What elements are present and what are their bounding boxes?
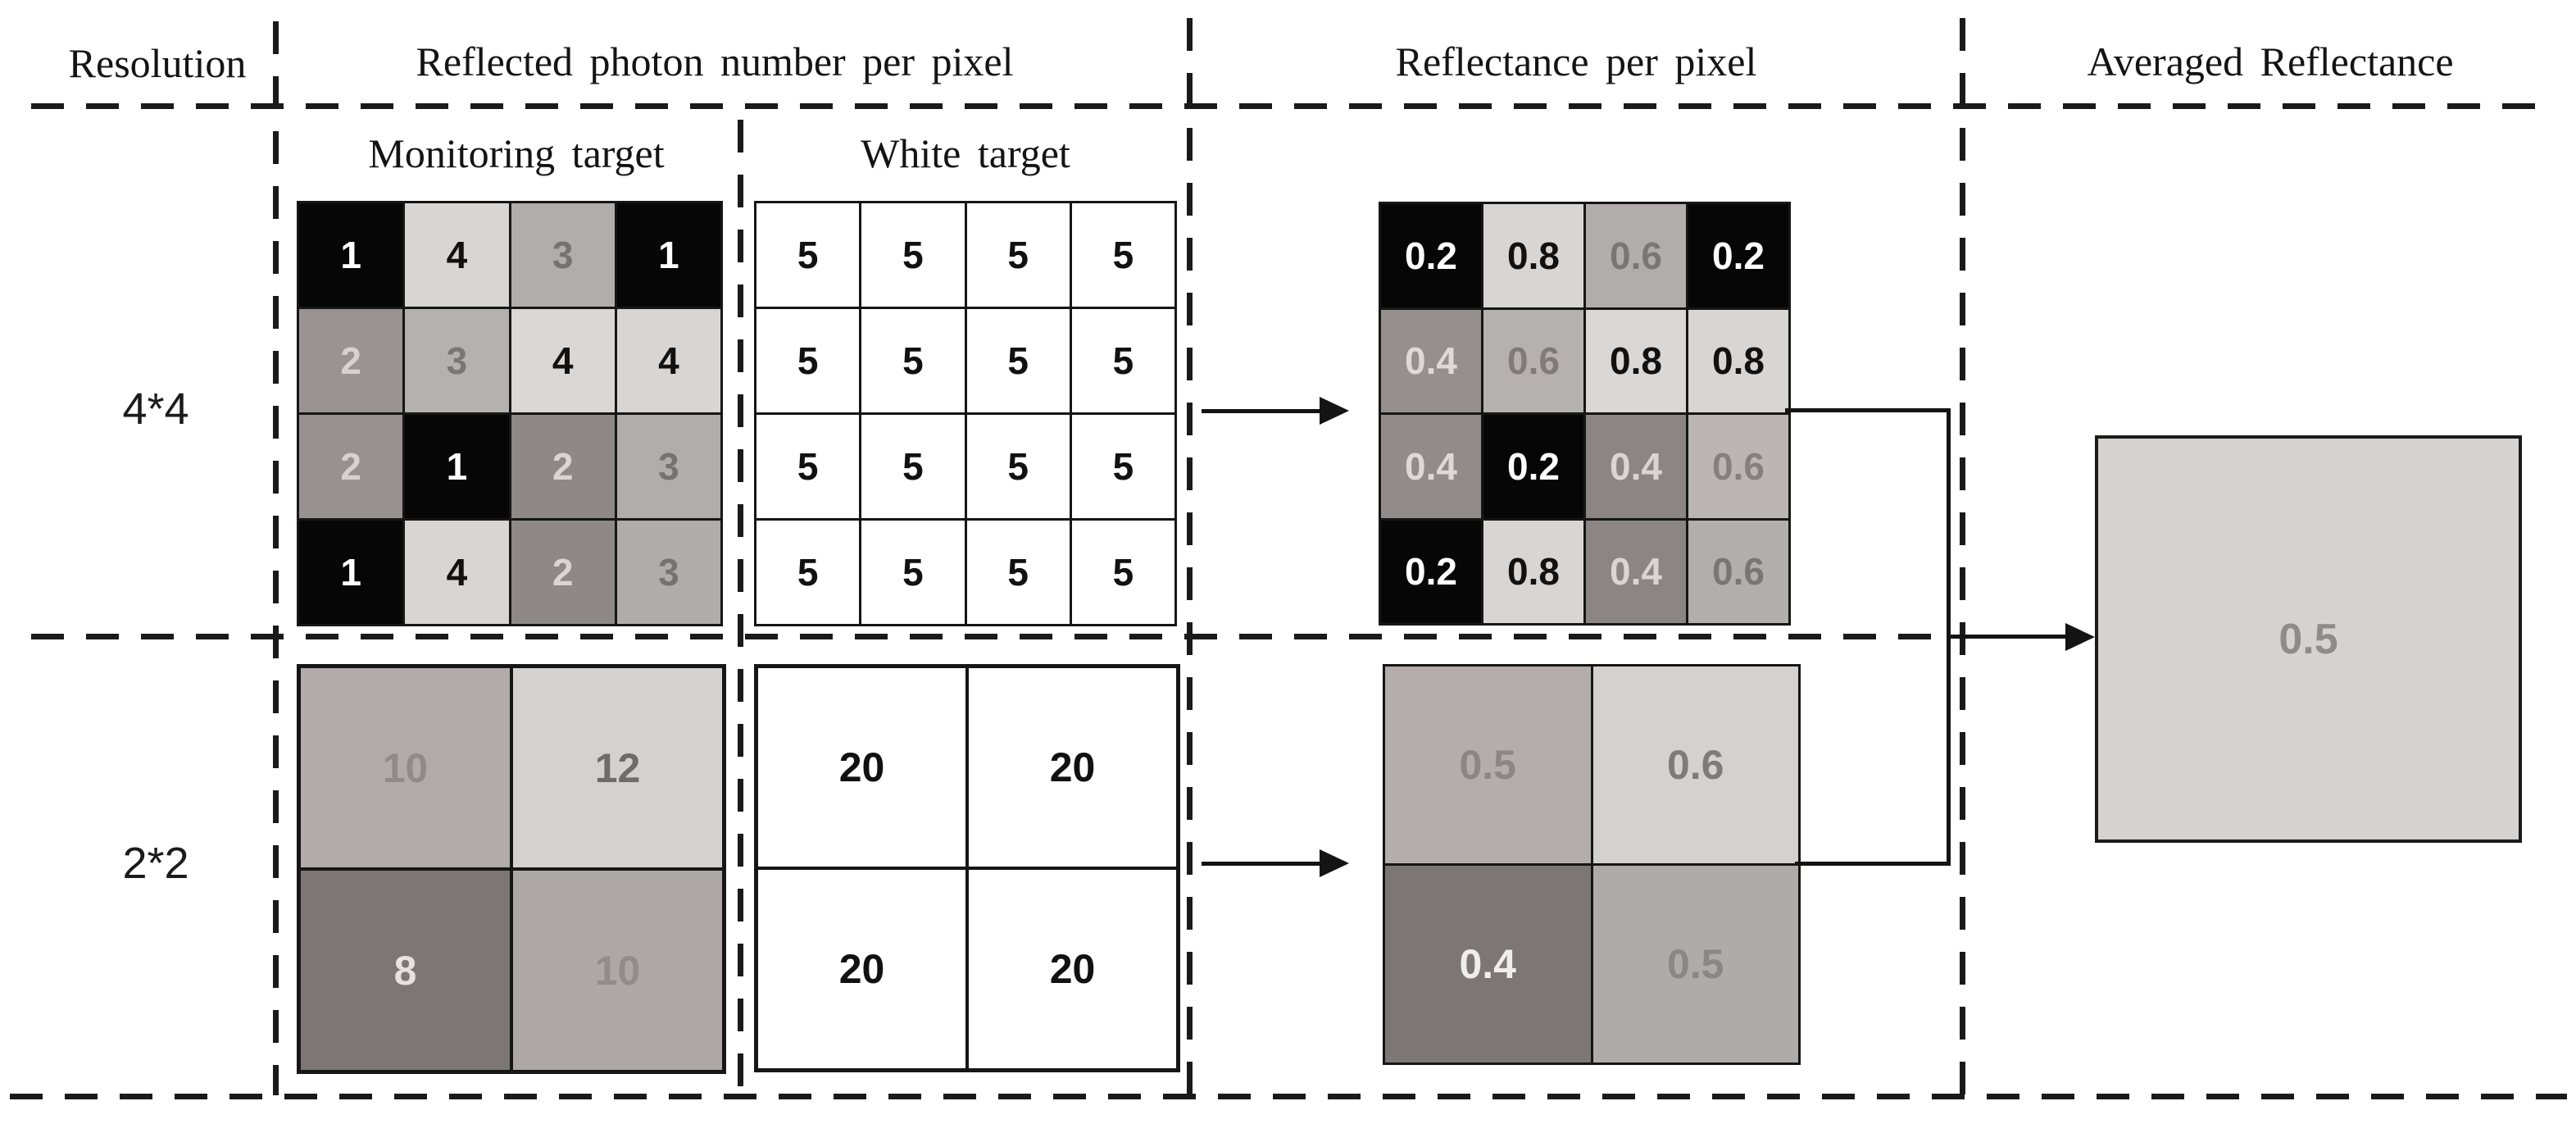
arrow-4x4-to-reflectance-line [1202, 409, 1323, 413]
grid-cell: 4 [616, 309, 720, 412]
separator-photon-reflectance [1187, 18, 1193, 1095]
grid-cell: 0.6 [1483, 309, 1583, 412]
row-label-2x2: 2*2 [122, 839, 189, 888]
grid-cell: 4 [405, 203, 509, 307]
grid-cell: 0.6 [1586, 204, 1686, 307]
column-header-photon-number: Reflected photon number per pixel [416, 39, 1014, 84]
grid-cell: 0.8 [1483, 204, 1583, 307]
grid-cell: 12 [513, 668, 722, 867]
grid-cell: 0.4 [1586, 415, 1686, 518]
grid-cell: 2 [299, 415, 403, 518]
arrow-2x2-to-reflectance-head-icon [1320, 849, 1349, 877]
grid-cell: 5 [966, 415, 1070, 518]
grid-cell: 1 [405, 415, 509, 518]
grid-cell: 0.8 [1688, 309, 1788, 412]
grid-cell: 5 [1071, 203, 1174, 307]
arrow-to-averaged-head-icon [2065, 623, 2095, 651]
column-header-averaged-reflectance: Averaged Reflectance [2087, 39, 2454, 84]
grid-cell: 2 [299, 309, 403, 412]
connector-4x4-horizontal [1785, 408, 1951, 412]
averaged-reflectance-value: 0.5 [2278, 615, 2338, 663]
grid-cell: 5 [861, 309, 965, 412]
grid-cell: 20 [969, 668, 1176, 867]
grid-cell: 4 [405, 521, 509, 624]
grid-cell: 0.8 [1483, 520, 1583, 623]
header-bottom-dashed-line [31, 103, 2547, 109]
grid-cell: 5 [1071, 521, 1174, 624]
grid-cell: 1 [299, 203, 403, 307]
grid-cell: 2 [511, 415, 615, 518]
grid-cell: 4 [511, 309, 615, 412]
grid-cell: 10 [513, 871, 722, 1070]
grid-cell: 5 [966, 203, 1070, 307]
column-header-resolution: Resolution [68, 40, 247, 86]
grid-cell: 0.8 [1586, 309, 1686, 412]
grid-cell: 20 [758, 668, 965, 867]
grid-cell: 0.2 [1381, 204, 1481, 307]
grid-cell: 3 [616, 415, 720, 518]
grid-cell: 2 [511, 521, 615, 624]
grid-cell: 0.6 [1688, 520, 1788, 623]
subheader-monitoring-target: Monitoring target [368, 130, 665, 176]
grid-cell: 10 [301, 668, 510, 867]
grid-cell: 0.5 [1385, 667, 1591, 863]
arrow-4x4-to-reflectance-head-icon [1320, 397, 1349, 425]
subheader-white-target: White target [861, 130, 1070, 176]
grid-cell: 0.5 [1592, 866, 1798, 1062]
grid-cell: 20 [758, 870, 965, 1068]
grid-cell: 0.2 [1381, 520, 1481, 623]
separator-monitoring-white [738, 120, 743, 1095]
grid-cell: 0.4 [1586, 520, 1686, 623]
row-separator-dashed-line [31, 634, 1949, 639]
grid-cell: 3 [616, 521, 720, 624]
bottom-boundary-dashed-line [10, 1094, 2567, 1099]
arrow-to-averaged-line [1949, 635, 2069, 639]
column-header-reflectance: Reflectance per pixel [1395, 39, 1757, 84]
grid-cell: 0.2 [1483, 415, 1583, 518]
grid-cell: 3 [405, 309, 509, 412]
grid-cell: 5 [861, 521, 965, 624]
grid-cell: 5 [756, 203, 860, 307]
connector-2x2-horizontal [1795, 862, 1951, 866]
averaged-reflectance-box: 0.5 [2095, 435, 2522, 843]
grid-cell: 5 [966, 309, 1070, 412]
grid-cell: 8 [301, 871, 510, 1070]
grid-cell: 0.4 [1381, 415, 1481, 518]
grid-cell: 0.2 [1688, 204, 1788, 307]
separator-reflectance-averaged [1960, 18, 1965, 1095]
grid-cell: 5 [1071, 309, 1174, 412]
grid-cell: 5 [861, 203, 965, 307]
grid-cell: 1 [616, 203, 720, 307]
grid-cell: 0.4 [1381, 309, 1481, 412]
row-label-4x4: 4*4 [122, 384, 189, 434]
grid-cell: 5 [966, 521, 1070, 624]
separator-resolution-photon [273, 21, 279, 1095]
grid-cell: 0.4 [1385, 866, 1591, 1062]
grid-cell: 5 [756, 415, 860, 518]
grid-cell: 0.6 [1688, 415, 1788, 518]
grid-cell: 1 [299, 521, 403, 624]
grid-cell: 3 [511, 203, 615, 307]
grid-cell: 20 [969, 870, 1176, 1068]
connector-vertical-join [1947, 408, 1951, 866]
arrow-2x2-to-reflectance-line [1202, 862, 1323, 866]
grid-cell: 5 [756, 309, 860, 412]
grid-cell: 0.6 [1592, 667, 1798, 863]
grid-cell: 5 [861, 415, 965, 518]
grid-cell: 5 [756, 521, 860, 624]
grid-cell: 5 [1071, 415, 1174, 518]
